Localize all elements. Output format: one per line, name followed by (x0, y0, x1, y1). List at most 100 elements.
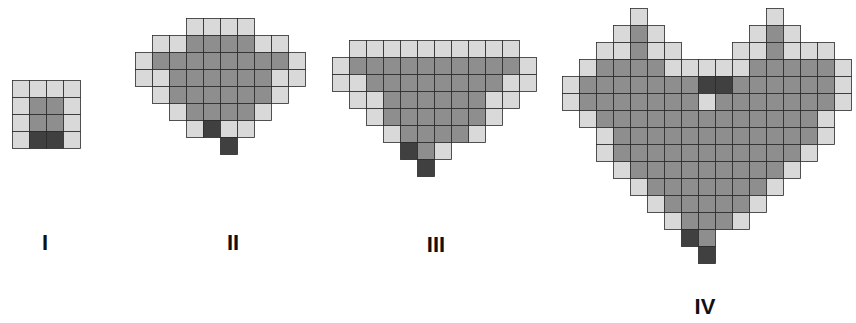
pixel-cell (469, 126, 486, 143)
pixel-cell (784, 94, 801, 111)
pixel-cell (486, 58, 503, 75)
pixel-cell (631, 77, 648, 94)
pixel-cell (699, 94, 716, 111)
pixel-cell (384, 41, 401, 58)
pixel-cell (401, 126, 418, 143)
pixel-cell (733, 111, 750, 128)
pixel-cell (289, 53, 306, 70)
pixel-cell (350, 58, 367, 75)
pixel-cell (221, 53, 238, 70)
pixel-cell (418, 160, 435, 177)
pixel-cell (204, 104, 221, 121)
pixel-cell (767, 77, 784, 94)
pixel-cell (563, 94, 580, 111)
pixel-cell (486, 92, 503, 109)
pixel-cell (682, 94, 699, 111)
pixel-cell (784, 128, 801, 145)
pixel-cell (350, 41, 367, 58)
pixel-cell (47, 132, 64, 149)
figure-label: IV (695, 294, 716, 320)
pixel-cell (767, 60, 784, 77)
pixel-cell (801, 43, 818, 60)
pixel-cell (716, 145, 733, 162)
pixel-cell (13, 81, 30, 98)
pixel-cell (648, 43, 665, 60)
pixel-cell (784, 111, 801, 128)
pixel-cell (750, 94, 767, 111)
pixel-cell (801, 111, 818, 128)
pixel-cell (30, 81, 47, 98)
pixel-cell (784, 145, 801, 162)
pixel-cell (435, 109, 452, 126)
pixel-cell (682, 162, 699, 179)
pixel-cell (614, 111, 631, 128)
pixel-cell (614, 145, 631, 162)
pixel-cell (452, 75, 469, 92)
pixel-cell (221, 121, 238, 138)
pixel-cell (767, 128, 784, 145)
pixel-cell (170, 104, 187, 121)
pixel-cell (170, 87, 187, 104)
pixel-cell (733, 196, 750, 213)
pixel-cell (452, 58, 469, 75)
pixel-cell (435, 75, 452, 92)
pixel-cell (255, 36, 272, 53)
pixel-cell (767, 43, 784, 60)
pixel-cell (631, 162, 648, 179)
pixel-cell (682, 111, 699, 128)
pixel-cell (221, 87, 238, 104)
pixel-cell (597, 145, 614, 162)
pixel-cell (631, 9, 648, 26)
pixel-cell (767, 9, 784, 26)
pixel-cell (648, 179, 665, 196)
pixel-cell (665, 128, 682, 145)
pixel-cell (401, 109, 418, 126)
pixel-cell (631, 145, 648, 162)
pixel-cell (187, 53, 204, 70)
pixel-cell (272, 87, 289, 104)
pixel-cell (469, 92, 486, 109)
pixel-cell (170, 36, 187, 53)
pixel-cell (367, 75, 384, 92)
pixel-cell (818, 128, 835, 145)
pixel-cell (30, 98, 47, 115)
pixel-cell (221, 36, 238, 53)
pixel-cell (733, 94, 750, 111)
pixel-cell (384, 58, 401, 75)
pixel-cell (238, 19, 255, 36)
pixel-cell (221, 19, 238, 36)
pixel-cell (469, 75, 486, 92)
pixel-cell (818, 77, 835, 94)
pixel-cell (136, 53, 153, 70)
pixel-cell (418, 75, 435, 92)
pixel-cell (187, 104, 204, 121)
pixel-cell (750, 43, 767, 60)
pixel-cell (750, 179, 767, 196)
pixel-cell (631, 26, 648, 43)
pixel-cell (784, 43, 801, 60)
pixel-cell (699, 196, 716, 213)
pixel-cell (580, 111, 597, 128)
pixel-cell (818, 43, 835, 60)
pixel-cell (699, 128, 716, 145)
pixel-cell (699, 230, 716, 247)
pixel-cell (204, 70, 221, 87)
pixel-cell (716, 60, 733, 77)
pixel-cell (367, 41, 384, 58)
pixel-cell (665, 43, 682, 60)
pixel-cell (221, 138, 238, 155)
pixel-cell (153, 87, 170, 104)
pixel-cell (614, 26, 631, 43)
pixel-cell (469, 41, 486, 58)
pixel-cell (452, 41, 469, 58)
pixel-cell (187, 70, 204, 87)
pixel-cell (452, 126, 469, 143)
pixel-cell (384, 75, 401, 92)
pixel-cell (187, 19, 204, 36)
pixel-cell (699, 179, 716, 196)
pixel-cell (469, 58, 486, 75)
pixel-cell (716, 213, 733, 230)
pixel-cell (784, 60, 801, 77)
pixel-cell (350, 75, 367, 92)
